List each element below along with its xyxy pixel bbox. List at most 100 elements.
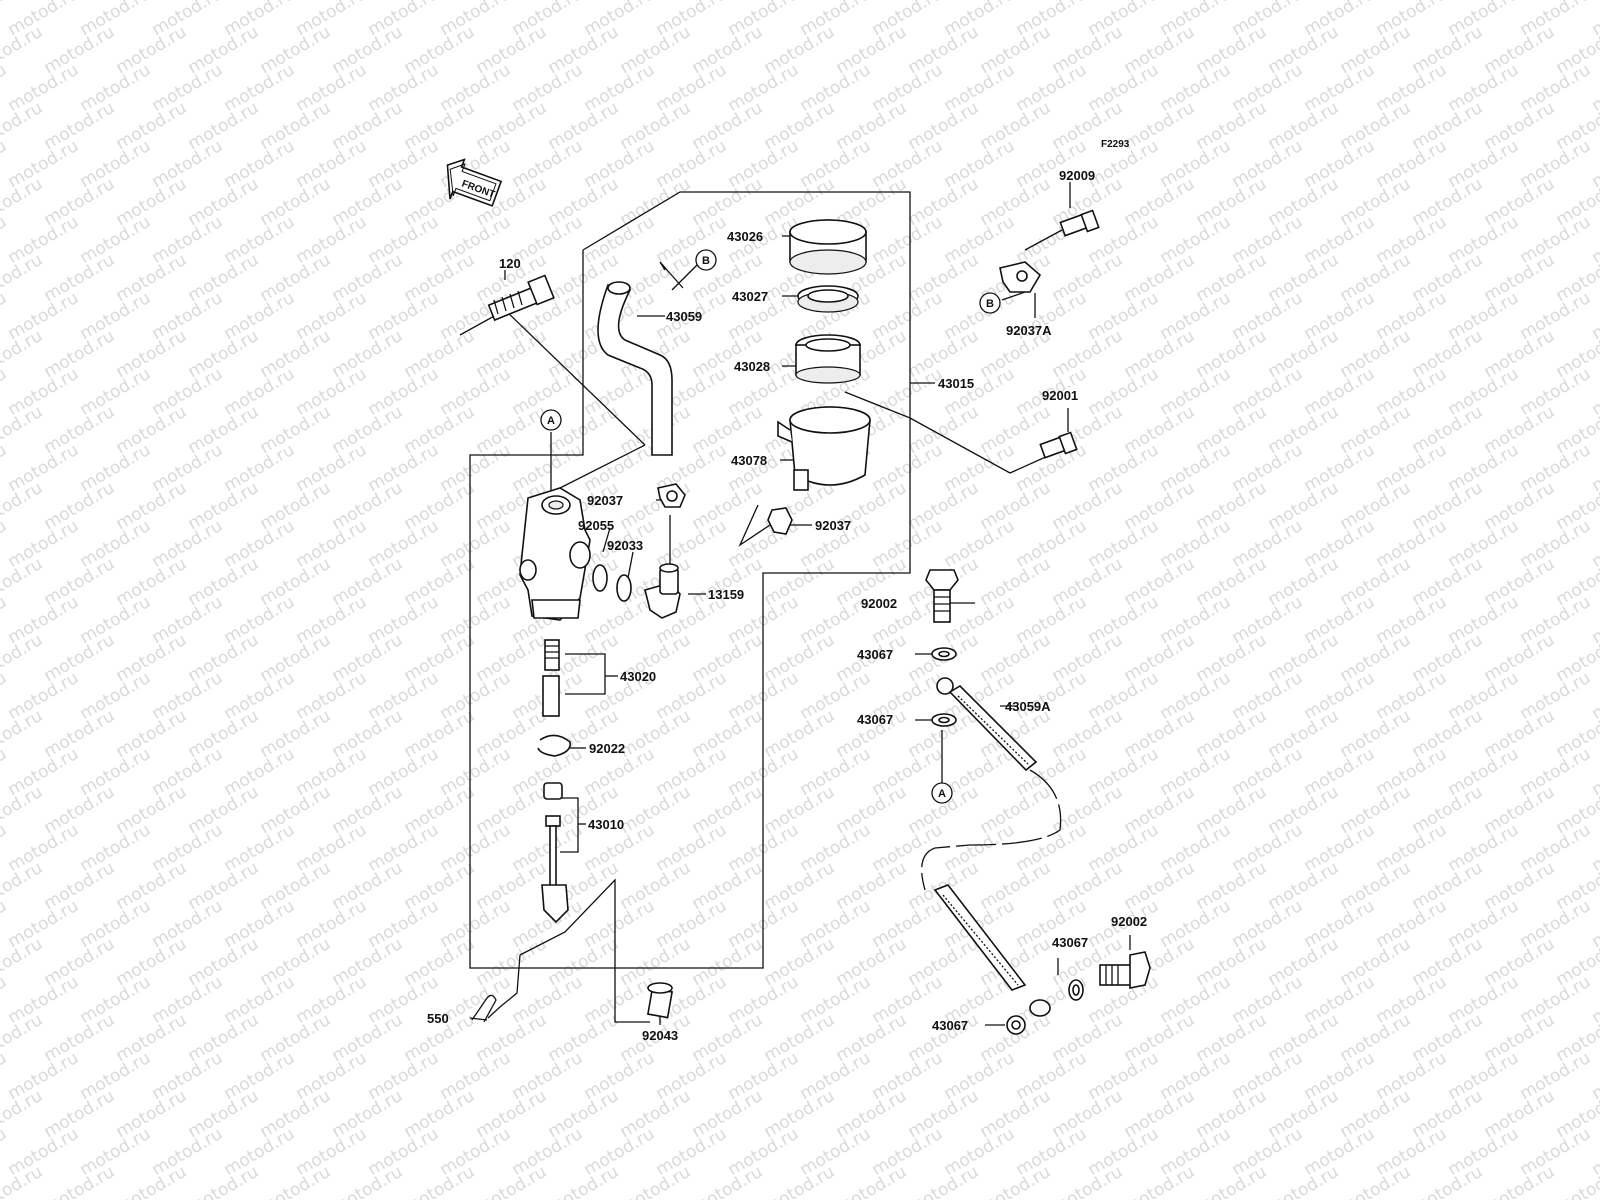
watermark-text: motod.ru [437, 60, 515, 116]
watermark-text: motod.ru [41, 22, 119, 78]
watermark-text: motod.ru [257, 478, 335, 534]
watermark-text: motod.ru [581, 440, 659, 496]
watermark-text: motod.ru [365, 1124, 443, 1180]
watermark-text: motod.ru [365, 516, 443, 572]
watermark-text: motod.ru [833, 934, 911, 990]
watermark-text: motod.ru [1157, 820, 1235, 876]
watermark-text: motod.ru [293, 364, 371, 420]
watermark-text: motod.ru [833, 98, 911, 154]
watermark-text: motod.ru [5, 60, 83, 116]
watermark-text: motod.ru [185, 478, 263, 534]
label-43059: 43059 [666, 309, 702, 324]
watermark-text: motod.ru [1445, 592, 1523, 648]
watermark-text: motod.ru [833, 858, 911, 914]
watermark-text: motod.ru [1229, 364, 1307, 420]
watermark-text: motod.ru [1517, 364, 1595, 420]
watermark-text: motod.ru [365, 364, 443, 420]
watermark-text: motod.ru [1085, 288, 1163, 344]
watermark-text: motod.ru [977, 1086, 1055, 1142]
watermark-text: motod.ru [1265, 554, 1343, 610]
watermark-text: motod.ru [1481, 934, 1559, 990]
watermark-text: motod.ru [0, 250, 46, 306]
watermark-text: motod.ru [545, 98, 623, 154]
watermark-text: motod.ru [41, 174, 119, 230]
watermark-text: motod.ru [365, 212, 443, 268]
watermark-text: motod.ru [1049, 554, 1127, 610]
watermark-text: motod.ru [473, 1010, 551, 1066]
watermark-text: motod.ru [1229, 516, 1307, 572]
watermark-text: motod.ru [1481, 1086, 1559, 1142]
watermark-text: motod.ru [1481, 1010, 1559, 1066]
watermark-text: motod.ru [1409, 1010, 1487, 1066]
watermark-text: motod.ru [1157, 440, 1235, 496]
circlip-92022 [537, 734, 572, 757]
watermark-text: motod.ru [1589, 1048, 1600, 1104]
watermark-text: motod.ru [1337, 478, 1415, 534]
watermark-text: motod.ru [257, 402, 335, 458]
watermark-text: motod.ru [0, 630, 46, 686]
watermark-text: motod.ru [1481, 630, 1559, 686]
watermark-text: motod.ru [1193, 782, 1271, 838]
reservoir-tank [777, 406, 871, 491]
watermark-text: motod.ru [437, 1048, 515, 1104]
watermark-text: motod.ru [5, 288, 83, 344]
watermark-text: motod.ru [1445, 896, 1523, 952]
watermark-text: motod.ru [581, 1124, 659, 1180]
watermark-text: motod.ru [1481, 858, 1559, 914]
watermark-text: motod.ru [221, 440, 299, 496]
reservoir-cap [789, 219, 867, 275]
watermark-text: motod.ru [149, 440, 227, 496]
watermark-text: motod.ru [689, 22, 767, 78]
watermark-text: motod.ru [1121, 1010, 1199, 1066]
watermark-text: motod.ru [293, 212, 371, 268]
watermark-text: motod.ru [509, 820, 587, 876]
watermark-text: motod.ru [1517, 516, 1595, 572]
watermark-text: motod.ru [1121, 478, 1199, 534]
watermark-text: motod.ru [1445, 972, 1523, 1028]
watermark-text: motod.ru [653, 60, 731, 116]
label-43067-2: 43067 [857, 712, 893, 727]
label-92002-bottom: 92002 [1111, 914, 1147, 929]
brake-hose-upper [936, 677, 1038, 772]
watermark-text: motod.ru [1337, 174, 1415, 230]
watermark-text: motod.ru [869, 364, 947, 420]
watermark-text: motod.ru [689, 1010, 767, 1066]
label-43067-3: 43067 [1052, 935, 1088, 950]
watermark-text: motod.ru [1517, 288, 1595, 344]
watermark-text: motod.ru [1193, 858, 1271, 914]
watermark-text: motod.ru [797, 1048, 875, 1104]
watermark-text: motod.ru [761, 98, 839, 154]
watermark-text: motod.ru [1445, 136, 1523, 192]
watermark-text: motod.ru [689, 630, 767, 686]
watermark-text: motod.ru [941, 60, 1019, 116]
watermark-text: motod.ru [869, 60, 947, 116]
label-92009: 92009 [1059, 168, 1095, 183]
watermark-text: motod.ru [77, 440, 155, 496]
watermark-text: motod.ru [1157, 1124, 1235, 1180]
watermark-text: motod.ru [905, 174, 983, 230]
watermark-text: motod.ru [401, 98, 479, 154]
watermark-text: motod.ru [869, 136, 947, 192]
watermark-text: motod.ru [689, 174, 767, 230]
watermark-text: motod.ru [329, 858, 407, 914]
watermark-text: motod.ru [1049, 478, 1127, 534]
watermark-text: motod.ru [113, 554, 191, 610]
label-92037-clamp: 92037 [587, 493, 623, 508]
watermark-text: motod.ru [293, 896, 371, 952]
watermark-text: motod.ru [401, 326, 479, 382]
watermark-text: motod.ru [221, 60, 299, 116]
watermark-text: motod.ru [113, 1010, 191, 1066]
watermark-text: motod.ru [581, 136, 659, 192]
watermark-text: motod.ru [365, 592, 443, 648]
watermark-text: motod.ru [1229, 668, 1307, 724]
watermark-text: motod.ru [401, 1086, 479, 1142]
watermark-text: motod.ru [437, 1124, 515, 1180]
master-cylinder-body [519, 487, 591, 621]
cotter-pin-550 [471, 994, 497, 1023]
watermark-text: motod.ru [1193, 326, 1271, 382]
watermark-text: motod.ru [1589, 972, 1600, 1028]
watermark-text: motod.ru [1157, 136, 1235, 192]
watermark-text: motod.ru [1121, 782, 1199, 838]
watermark-text: motod.ru [1301, 60, 1379, 116]
watermark-text: motod.ru [1337, 554, 1415, 610]
